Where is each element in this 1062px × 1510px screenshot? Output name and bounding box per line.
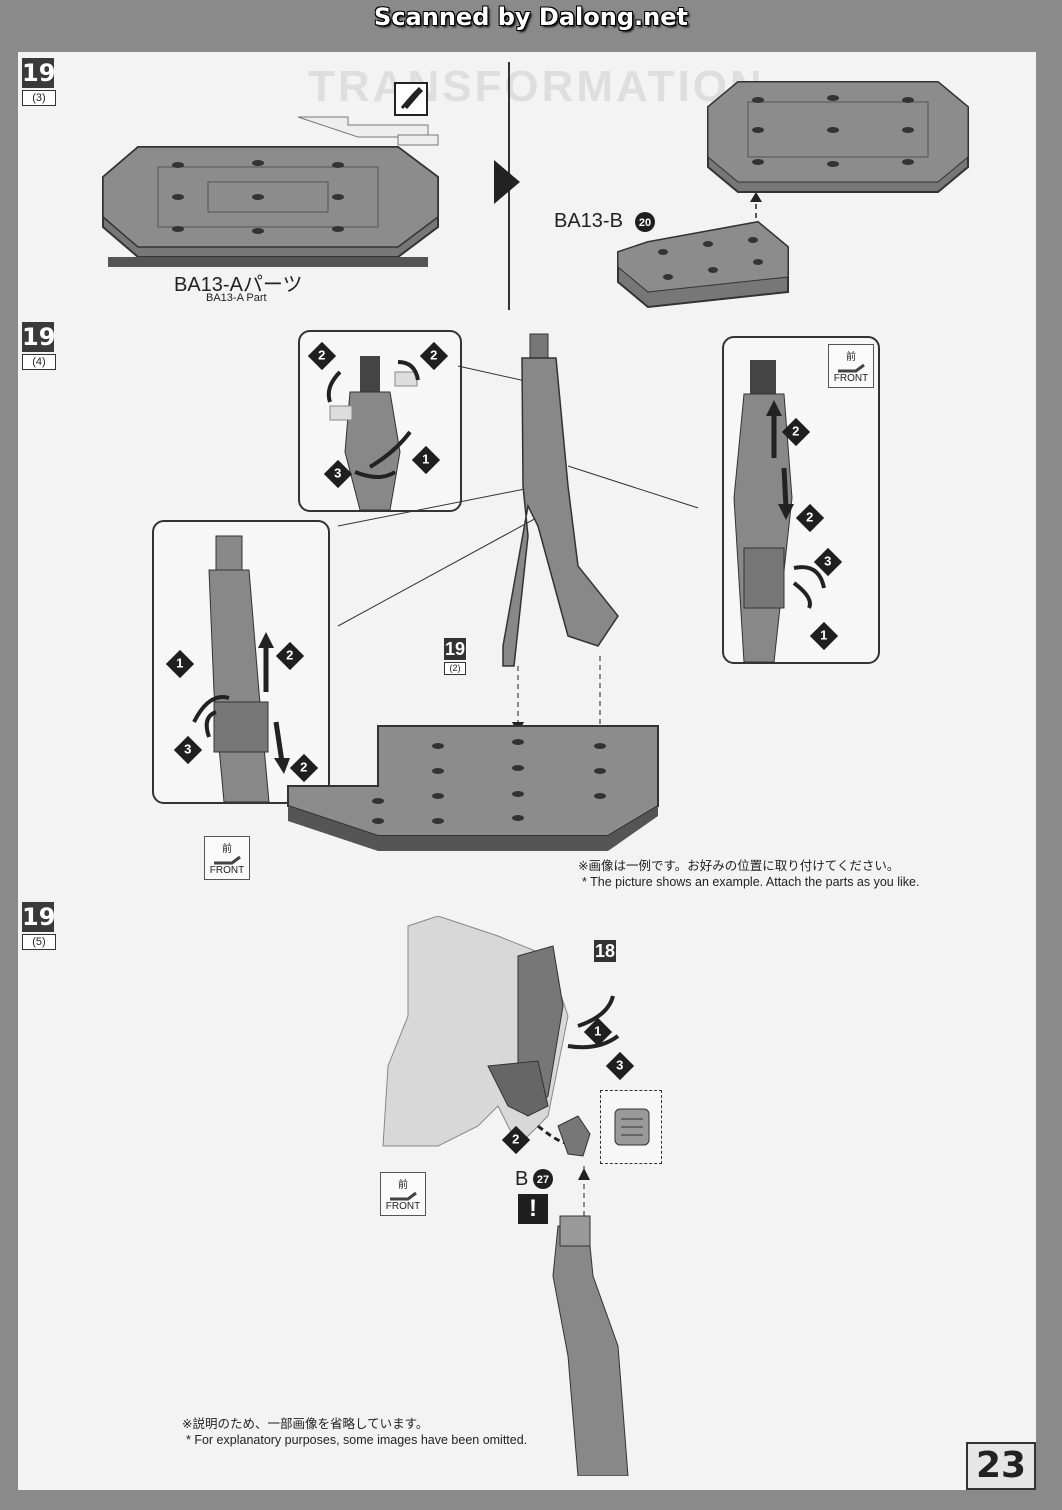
detail-zoom-box-right: 前 FRONT 2 2 3 1 xyxy=(722,336,880,664)
scan-banner: Scanned by Dalong.net xyxy=(374,3,688,31)
manual-page: TRANSFORMATION 19 (3) BA13-Aパーツ BA13-A P… xyxy=(18,52,1036,1490)
part-label-en: BA13-A Part xyxy=(206,292,267,304)
detail-callout-box xyxy=(600,1090,662,1164)
step-number: 19 xyxy=(22,58,56,88)
base-plate-illustration xyxy=(102,116,439,267)
note-jp: ※画像は一例です。お好みの位置に取り付けてください。 xyxy=(578,859,900,873)
sub-step: (3) xyxy=(22,90,56,106)
note-jp: ※説明のため、一部画像を省略しています。 xyxy=(182,1417,429,1431)
detail-zoom-box-left: 1 2 3 2 xyxy=(152,520,330,804)
part-ref-label: B xyxy=(515,1168,529,1190)
panel-step-19-3: TRANSFORMATION 19 (3) BA13-Aパーツ BA13-A P… xyxy=(18,52,1036,318)
stand-joint-illustration xyxy=(326,356,420,511)
panel-step-19-4: 19 (4) 2 2 1 3 xyxy=(18,316,1036,898)
front-direction-badge: 前 FRONT xyxy=(380,1172,426,1216)
sub-step: (5) xyxy=(22,934,56,950)
display-stand-illustration xyxy=(287,333,698,851)
front-hand-icon xyxy=(838,363,865,373)
part-number-badge: 20 xyxy=(635,212,655,232)
warning-icon: ! xyxy=(518,1194,548,1224)
front-direction-badge: 前 FRONT xyxy=(204,836,250,880)
nipper-icon xyxy=(394,82,428,116)
direction-arrow-icon xyxy=(494,160,520,204)
assembled-base-illustration xyxy=(617,81,969,309)
front-hand-icon xyxy=(214,855,241,865)
step-number: 19 xyxy=(22,902,56,932)
page-number: 23 xyxy=(966,1442,1036,1490)
note-en: * The picture shows an example. Attach t… xyxy=(582,875,920,889)
watermark-text: TRANSFORMATION xyxy=(308,62,765,111)
part-label-jp: BA13-Aパーツ xyxy=(174,274,303,296)
part-ref-label: BA13-B xyxy=(554,210,623,232)
reference-sub-badge: (2) xyxy=(444,662,466,675)
front-hand-icon xyxy=(390,1191,417,1201)
mobile-suit-mount-illustration xyxy=(382,916,629,1476)
stand-arm-right-illustration xyxy=(733,360,826,663)
panel-step-19-5: 19 (5) 18 1 3 2 B 27 xyxy=(18,896,1036,1490)
reference-step-badge: 18 xyxy=(594,940,616,962)
step-number: 19 xyxy=(22,322,56,352)
joint-detail-icon xyxy=(614,1108,650,1146)
detail-zoom-box-top: 2 2 1 3 xyxy=(298,330,462,512)
reference-step-badge: 19 xyxy=(444,638,466,660)
note-en: * For explanatory purposes, some images … xyxy=(186,1433,528,1447)
part-number-badge: 27 xyxy=(533,1169,553,1189)
sub-step: (4) xyxy=(22,354,56,370)
front-direction-badge: 前 FRONT xyxy=(828,344,874,388)
